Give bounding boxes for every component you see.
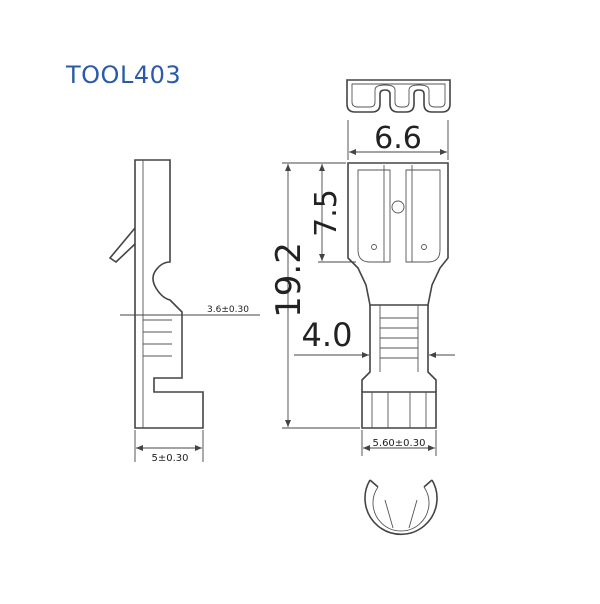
bottom-end-view [364,479,438,536]
dimension-lines [120,120,455,462]
dim-width-top: 6.6 [374,121,422,156]
dim-crimp-width: 4.0 [302,316,353,354]
top-end-view [346,79,451,113]
front-view [347,162,449,429]
dim-contact-length: 7.5 [309,189,344,237]
side-view [108,159,204,429]
dim-overall-length: 19.2 [269,242,309,318]
dim-barrel-width: 5.60±0.30 [373,438,426,449]
drawing-title: TOOL403 [66,61,182,89]
dim-side-width: 5±0.30 [151,453,188,464]
dim-side-slot: 3.6±0.30 [207,305,249,315]
